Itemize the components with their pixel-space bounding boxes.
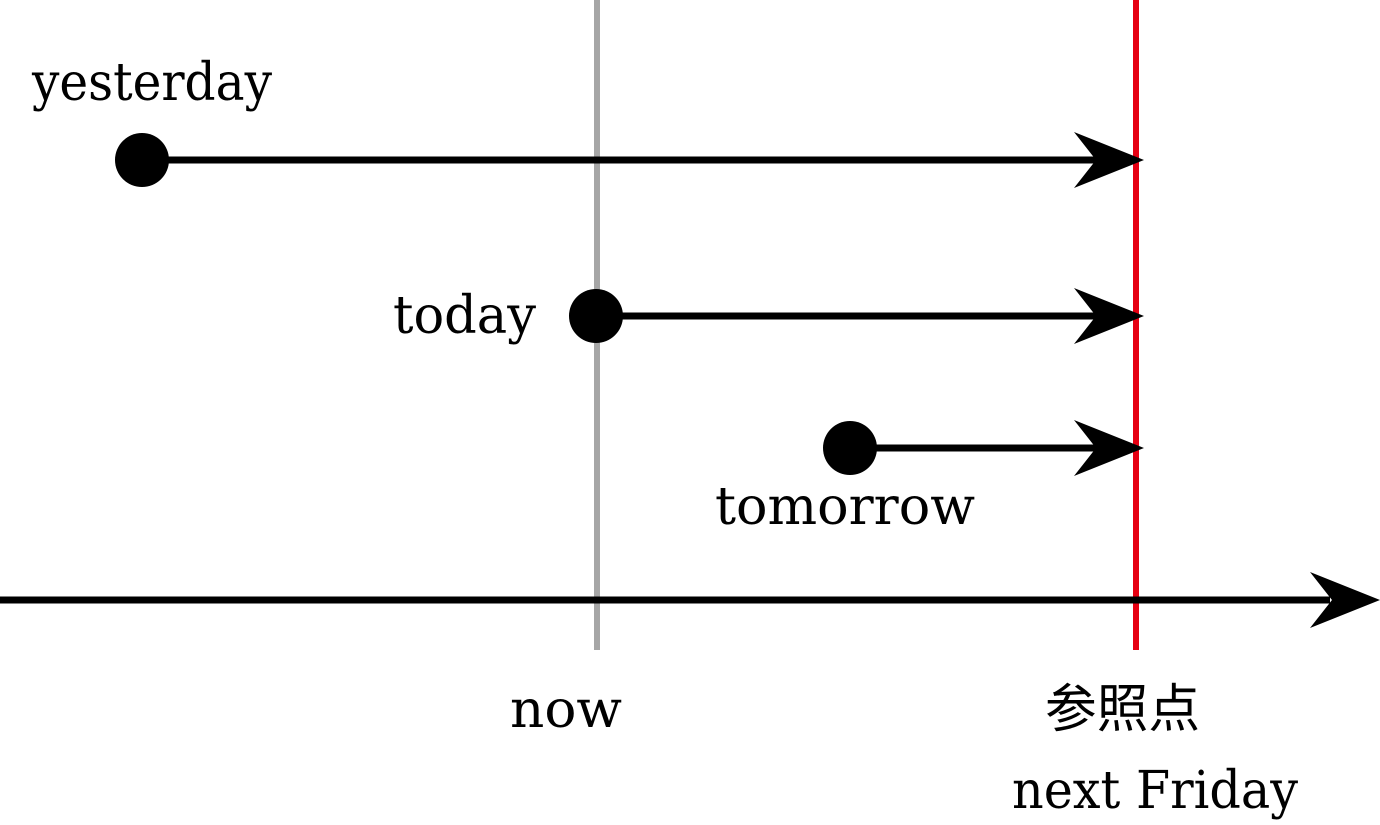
- now-label: now: [510, 680, 622, 740]
- today-label: today: [393, 286, 537, 346]
- next-friday-label: next Friday: [1012, 761, 1299, 821]
- tomorrow-arrowhead: [1074, 420, 1144, 476]
- yesterday-arrow: [115, 132, 1144, 188]
- tomorrow-label: tomorrow: [715, 477, 975, 537]
- tomorrow-arrow: [823, 420, 1144, 476]
- yesterday-label: yesterday: [31, 53, 273, 113]
- time-axis: [0, 572, 1380, 628]
- reference-point-label: 参照点: [1045, 680, 1200, 740]
- today-arrow: [569, 288, 1144, 344]
- today-arrowhead: [1074, 288, 1144, 344]
- time-axis-arrowhead: [1310, 572, 1380, 628]
- yesterday-arrowhead: [1074, 132, 1144, 188]
